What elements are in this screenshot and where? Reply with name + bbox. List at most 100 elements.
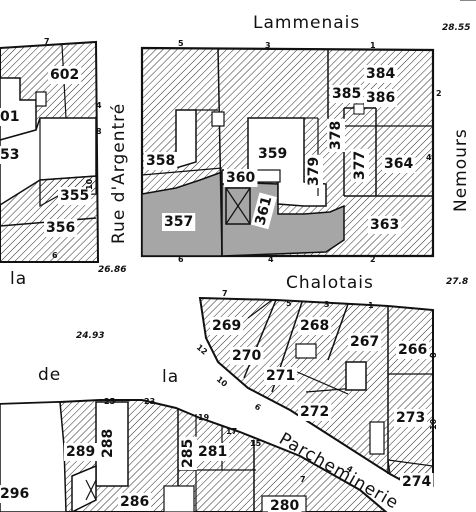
parcel-label-backing	[58, 187, 92, 205]
parcel-label-backing	[0, 146, 22, 164]
street-number: 15	[250, 439, 262, 448]
parcel-label[interactable]: 266	[398, 342, 427, 358]
parcel-label[interactable]: 271	[266, 368, 295, 384]
street-nemours: Nemours	[451, 128, 471, 212]
parcel-label-backing	[394, 409, 428, 427]
parcel-label[interactable]: 296	[0, 486, 29, 502]
street-number: 4	[268, 255, 274, 264]
parcel-label[interactable]: 358	[146, 153, 175, 169]
parcel-label[interactable]: 286	[120, 494, 149, 510]
street-number: 4	[426, 153, 432, 162]
parcel-label-backing	[351, 148, 369, 182]
parcel-label[interactable]: 268	[300, 318, 329, 334]
street-number: 12	[195, 343, 209, 357]
parcel-label[interactable]: 379	[306, 157, 322, 186]
street-number: 23	[144, 397, 155, 406]
elevation-label: 26.86	[98, 265, 126, 275]
parcel-label-backing	[305, 154, 323, 188]
parcel-label-backing	[327, 118, 345, 152]
street-number: 19	[198, 413, 210, 422]
street-de: de	[38, 365, 61, 385]
parcel-label[interactable]: 377	[352, 151, 368, 180]
parcel-label[interactable]: 602	[50, 67, 79, 83]
parcel-label-backing	[162, 213, 196, 231]
parcel-label[interactable]: 270	[232, 348, 261, 364]
parcel-label-backing	[400, 473, 434, 491]
street-number: 3	[324, 300, 330, 309]
parcel-label[interactable]: 359	[258, 146, 287, 162]
street-la-left: la	[10, 269, 27, 289]
street-number: 4	[345, 464, 355, 475]
street-number: 6	[178, 255, 184, 264]
street-number: 17	[226, 427, 237, 436]
parcel-label[interactable]: 267	[350, 334, 379, 350]
street-number: 2	[370, 255, 376, 264]
parcel-label[interactable]: 361	[252, 195, 275, 227]
parcel-label[interactable]: 274	[402, 474, 431, 490]
parcel-label-backing	[364, 65, 398, 83]
parcel-label-backing	[382, 155, 416, 173]
street-number: 10	[215, 375, 230, 389]
parcel-label-backing	[48, 66, 82, 84]
parcel-label[interactable]: 272	[300, 404, 329, 420]
parcel-label-backing	[179, 436, 197, 470]
parcel-label-backing	[44, 219, 78, 237]
street-rue-dargentre: Rue d'Argentré	[109, 103, 129, 244]
parcel-label-backing	[256, 145, 290, 163]
street-number: 7	[44, 37, 50, 46]
parcel-label[interactable]: 386	[366, 90, 395, 106]
parcel-label-backing	[330, 85, 364, 103]
parcel-label[interactable]: 357	[164, 214, 193, 230]
street-chalotais: Chalotais	[286, 273, 374, 293]
parcel-label[interactable]: 364	[384, 156, 413, 172]
parcel-label[interactable]: 288	[100, 429, 116, 458]
street-number: 4	[96, 101, 102, 110]
street-number: 1	[370, 41, 376, 50]
street-number: 6	[52, 251, 58, 260]
parcel-label[interactable]: 281	[198, 444, 227, 460]
street-number: 7	[222, 289, 228, 298]
parcel-label-backing	[196, 443, 230, 461]
parcel-label[interactable]: 363	[370, 217, 399, 233]
street-number: 5	[178, 39, 184, 48]
parcel-label[interactable]: 378	[328, 121, 344, 150]
parcel-label-backing	[348, 333, 382, 351]
parcel-label-backing	[368, 216, 402, 234]
elevation-label: 28.55	[442, 23, 470, 33]
parcel-label-backing	[364, 89, 398, 107]
parcel-label[interactable]: 355	[60, 188, 89, 204]
parcel-label[interactable]: 280	[270, 498, 299, 512]
street-la-mid: la	[162, 367, 179, 387]
parcel-label[interactable]: 01	[0, 109, 19, 125]
parcel-label-backing	[224, 169, 258, 187]
parcel-label[interactable]: 289	[66, 444, 95, 460]
parcel-label-backing	[298, 317, 332, 335]
parcel-labels: 602 01 53 355 356 384 385 386 358 359 37…	[0, 65, 434, 512]
street-number: 6	[253, 402, 263, 413]
parcel-label[interactable]: 269	[212, 318, 241, 334]
parcel-label[interactable]: 53	[0, 147, 19, 163]
street-lammenais: Lammenais	[253, 13, 360, 33]
street-number: 3	[265, 41, 271, 50]
parcel-label-backing	[0, 108, 22, 126]
parcel-label[interactable]: 360	[226, 170, 255, 186]
parcel-label-backing	[210, 317, 244, 335]
street-number: 5	[286, 299, 292, 308]
street-number: 10	[85, 178, 94, 190]
parcel-label[interactable]: 273	[396, 410, 425, 426]
parcel-label[interactable]: 385	[332, 86, 361, 102]
parcel-label[interactable]: 384	[366, 66, 395, 82]
street-number: 1	[368, 301, 374, 310]
parcel-label-backing	[230, 347, 264, 365]
parcel-label-backing	[264, 367, 298, 385]
elevation-label: 27.8	[446, 277, 468, 287]
street-number: 8	[429, 352, 438, 358]
parcel-label-backing	[268, 497, 302, 512]
street-number: 2	[436, 89, 442, 98]
parcel-label-backing	[144, 152, 178, 170]
parcel-label[interactable]: 356	[46, 220, 75, 236]
parcel-label[interactable]: 285	[180, 439, 196, 468]
elevation-label: 24.93	[76, 331, 104, 341]
